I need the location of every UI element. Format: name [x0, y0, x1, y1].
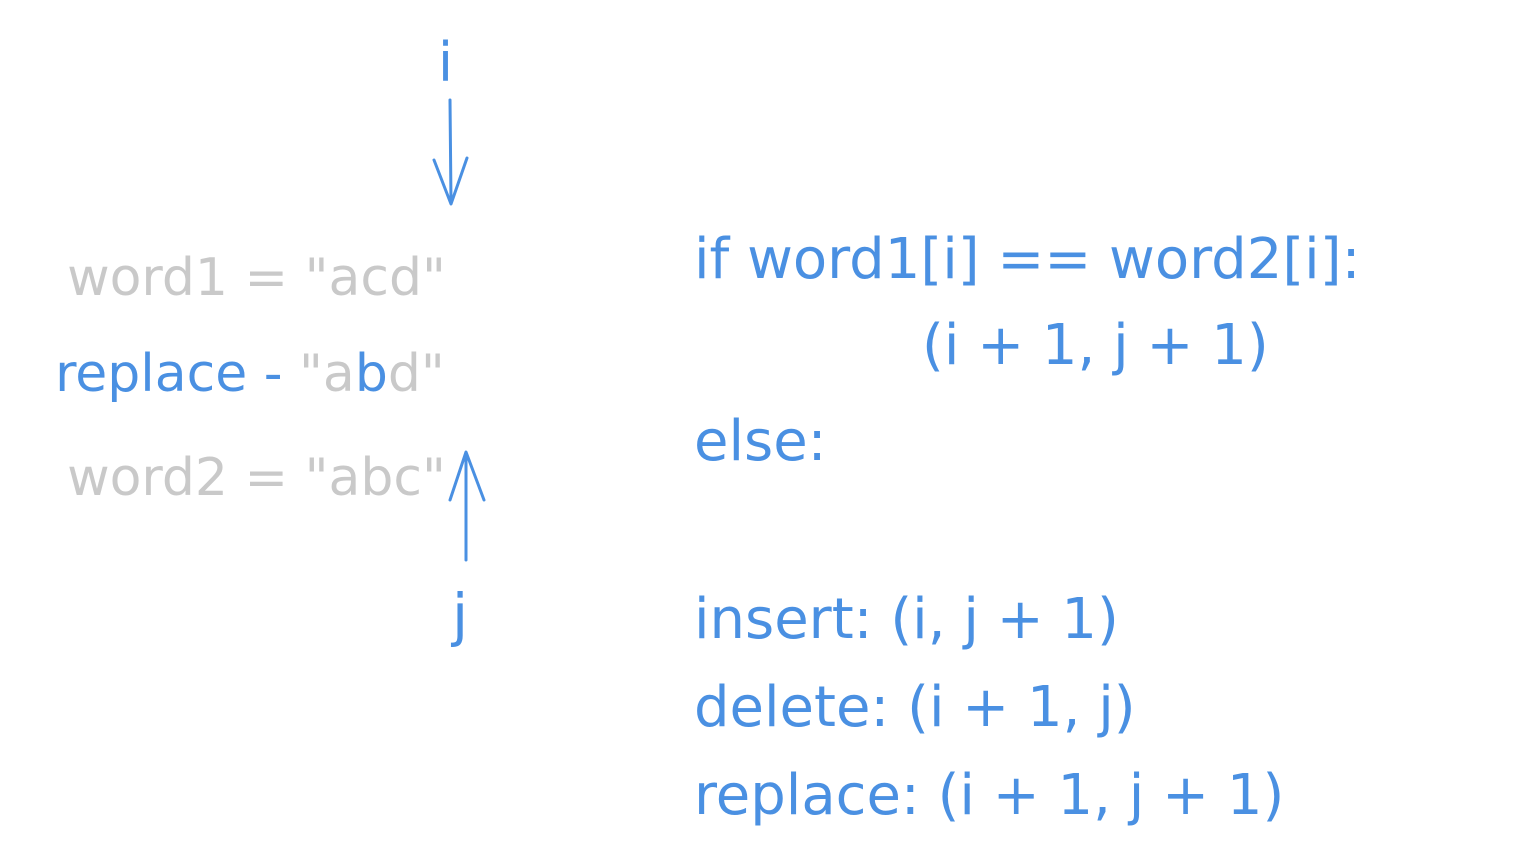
replace-label: replace - — [55, 344, 300, 404]
code-insert: insert: (i, j + 1) — [694, 587, 1119, 652]
pointer-j-label: j — [452, 581, 469, 649]
code-else: else: — [694, 409, 827, 474]
code-match-step: (i + 1, j + 1) — [922, 313, 1269, 378]
word1-suffix: " — [421, 248, 446, 308]
replace-result-open: "a — [299, 344, 355, 404]
word2-suffix: " — [421, 448, 446, 508]
word1-line: word1 = "acd" — [34, 200, 446, 304]
replace-changed-char: b — [354, 344, 388, 404]
word2-pointed-char: c — [393, 448, 422, 508]
word2-line: word2 = "abc" — [34, 400, 446, 504]
word1-prefix: word1 = "ac — [67, 248, 389, 308]
code-replace: replace: (i + 1, j + 1) — [694, 763, 1285, 828]
pointer-i-label: i — [438, 31, 454, 94]
word2-prefix: word2 = "ab — [67, 448, 394, 508]
code-if-condition: if word1[i] == word2[i]: — [694, 227, 1361, 292]
code-delete: delete: (i + 1, j) — [694, 675, 1136, 740]
up-arrow-icon — [448, 450, 486, 562]
replace-result-close: d" — [387, 344, 445, 404]
down-arrow-icon — [432, 98, 469, 206]
replace-line: replace - "abd" — [22, 296, 445, 400]
word1-pointed-char: d — [388, 248, 422, 308]
